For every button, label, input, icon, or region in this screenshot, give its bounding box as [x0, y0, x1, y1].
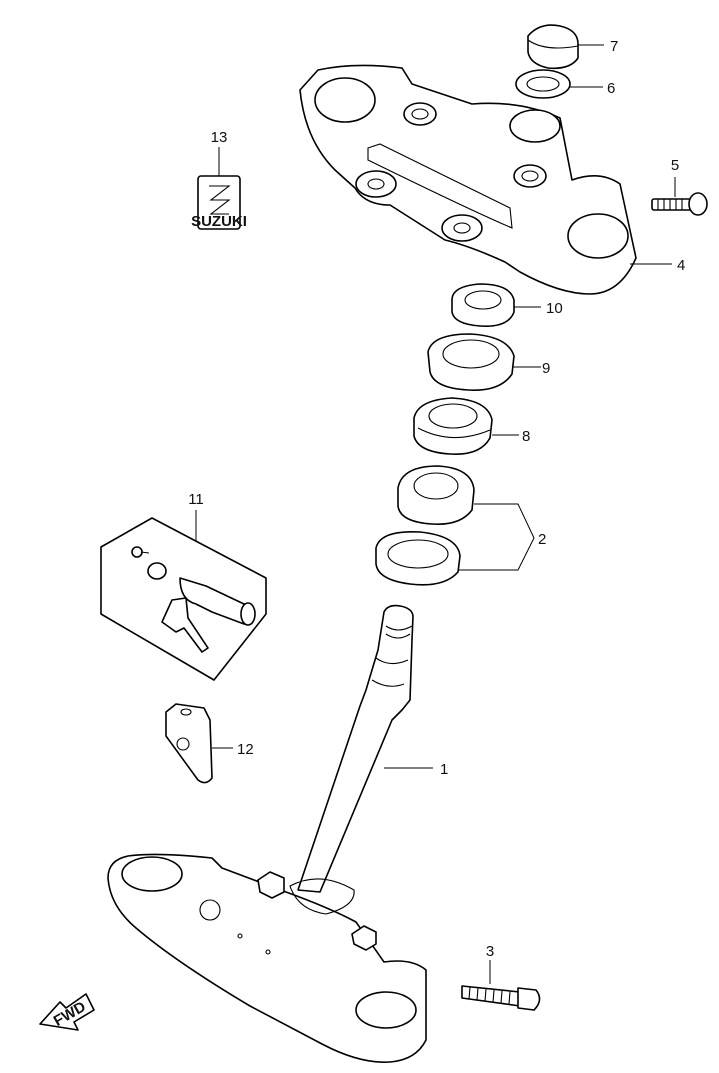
- callout-1: 1: [440, 761, 448, 778]
- cover-part-12: [165, 703, 233, 784]
- callout-8: 8: [522, 428, 530, 445]
- lock-set-part-11: [100, 510, 267, 681]
- bearing-set-part-2: [375, 465, 535, 586]
- callout-11: 11: [188, 491, 204, 508]
- lock-nut-part-10: [451, 283, 541, 328]
- callout-5: 5: [671, 157, 679, 174]
- cap-nut-part-7: [527, 24, 604, 70]
- bolt-part-5: [651, 177, 708, 216]
- callout-13: 13: [211, 129, 228, 146]
- forward-arrow-icon: FWD: [39, 993, 95, 1031]
- bearing-part-8: [413, 397, 519, 455]
- bolt-part-3: [461, 960, 541, 1011]
- callout-7: 7: [610, 38, 618, 55]
- callout-4: 4: [677, 257, 685, 274]
- emblem-text: SUZUKI: [191, 213, 247, 230]
- callout-3: 3: [486, 943, 494, 960]
- callout-2: 2: [538, 531, 546, 548]
- callout-12: 12: [237, 741, 254, 758]
- emblem-part-13: SUZUKI: [191, 147, 247, 230]
- washer-part-6: [515, 69, 603, 99]
- dust-seal-part-9: [427, 333, 541, 391]
- callout-10: 10: [546, 300, 563, 317]
- callout-9: 9: [542, 360, 550, 377]
- callout-6: 6: [607, 80, 615, 97]
- steering-stem-part-1: [107, 604, 433, 1063]
- upper-bracket-part-4: [299, 64, 672, 295]
